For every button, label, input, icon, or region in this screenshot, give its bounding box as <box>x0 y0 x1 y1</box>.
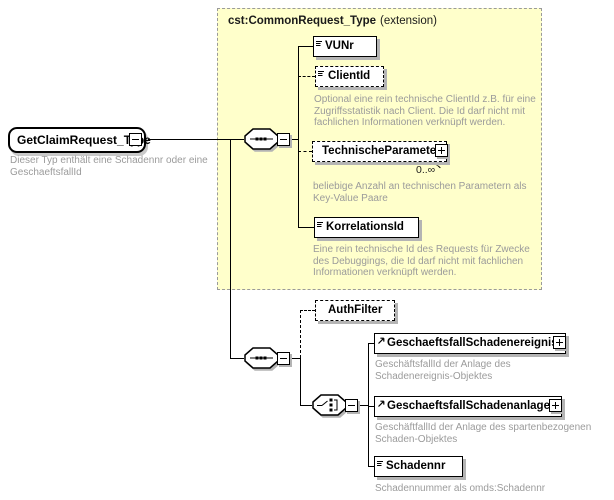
reference-arrow-icon <box>377 396 386 415</box>
element-name-label: TechnischeParameter <box>322 145 441 157</box>
sequence-compositor-outer[interactable] <box>244 128 279 150</box>
expand-button[interactable] <box>435 144 448 157</box>
complextype-name: GetClaimRequest_Type <box>17 133 151 147</box>
element-name-label: KorrelationsId <box>326 221 404 233</box>
element-name-label: VUNr <box>325 40 354 52</box>
extension-type-title: cst:CommonRequest_Type(extension) <box>228 15 437 27</box>
annotation-text: Dieser Typ enthält eine Schadennr oder e… <box>10 155 208 178</box>
annotation-text: Eine rein technische Id des Requests für… <box>313 244 530 278</box>
extension-kind-label: (extension) <box>380 15 437 27</box>
connector-line <box>230 358 244 359</box>
element-geschaeftsfall-schadenereignis[interactable]: GeschaeftsfallSchadenereignis <box>374 333 566 354</box>
connector-line <box>290 358 300 359</box>
connector-line <box>298 76 315 77</box>
element-clientid[interactable]: ClientId <box>315 66 384 87</box>
connector-line <box>230 139 231 358</box>
element-korrelationsid[interactable]: KorrelationsId <box>314 217 419 238</box>
connector-line <box>368 343 374 344</box>
element-name-label: Schadennr <box>386 460 446 472</box>
sequence-icon <box>244 128 279 150</box>
collapse-button[interactable] <box>345 399 358 412</box>
collapse-button[interactable] <box>277 133 290 146</box>
element-authfilter[interactable]: AuthFilter <box>315 300 395 321</box>
annotation-text: GeschäftfallId der Anlage des spartenbez… <box>375 422 592 445</box>
connector-line <box>298 151 312 152</box>
connector-line <box>368 343 369 466</box>
connector-line <box>300 310 315 311</box>
connector-line <box>368 406 374 407</box>
sequence-compositor-inner[interactable] <box>244 347 279 369</box>
element-name-label: AuthFilter <box>328 304 383 316</box>
annotation-text: Optional eine rein technische ClientId z… <box>314 94 536 128</box>
sequence-icon <box>244 347 279 369</box>
reference-arrow-icon <box>377 333 386 352</box>
element-technische-parameter[interactable]: TechnischeParameter <box>312 141 447 162</box>
text-content-icon <box>376 456 384 475</box>
connector-line <box>290 139 298 140</box>
connector-line <box>300 405 312 406</box>
connector-line <box>300 310 301 358</box>
annotation-text: beliebige Anzahl an technischen Paramete… <box>313 181 527 204</box>
element-vunr[interactable]: VUNr <box>313 36 377 57</box>
collapse-button[interactable] <box>277 352 290 365</box>
choice-compositor[interactable] <box>312 394 347 416</box>
element-name-label: GeschaeftsfallSchadenanlage <box>387 400 550 412</box>
annotation-text: GeschäftsfallId der Anlage des Schadener… <box>375 359 511 382</box>
annotation-text: Schadennummer als omds:Schadennr <box>375 483 546 494</box>
connector-line <box>142 139 244 140</box>
expand-button[interactable] <box>549 399 562 412</box>
occurrence-label: 0..∞ <box>416 164 436 176</box>
connector-line <box>298 46 313 47</box>
text-content-icon <box>317 66 325 85</box>
complextype-getclaimrequest[interactable]: GetClaimRequest_Type <box>8 127 151 153</box>
connector-line <box>298 46 299 227</box>
element-geschaeftsfall-schadenanlage[interactable]: GeschaeftsfallSchadenanlage <box>374 396 562 417</box>
element-name-label: ClientId <box>328 70 371 82</box>
text-content-icon <box>316 217 324 236</box>
connector-line <box>298 227 314 228</box>
element-schadennr[interactable]: Schadennr <box>374 456 463 477</box>
connector-line <box>300 358 301 405</box>
collapse-button[interactable] <box>129 133 142 146</box>
choice-icon <box>312 394 347 416</box>
extension-type-name: cst:CommonRequest_Type <box>228 15 377 27</box>
text-content-icon <box>315 36 323 55</box>
connector-line <box>368 466 374 467</box>
expand-button[interactable] <box>553 336 566 349</box>
element-name-label: GeschaeftsfallSchadenereignis <box>387 337 558 349</box>
connector-line <box>358 405 368 406</box>
